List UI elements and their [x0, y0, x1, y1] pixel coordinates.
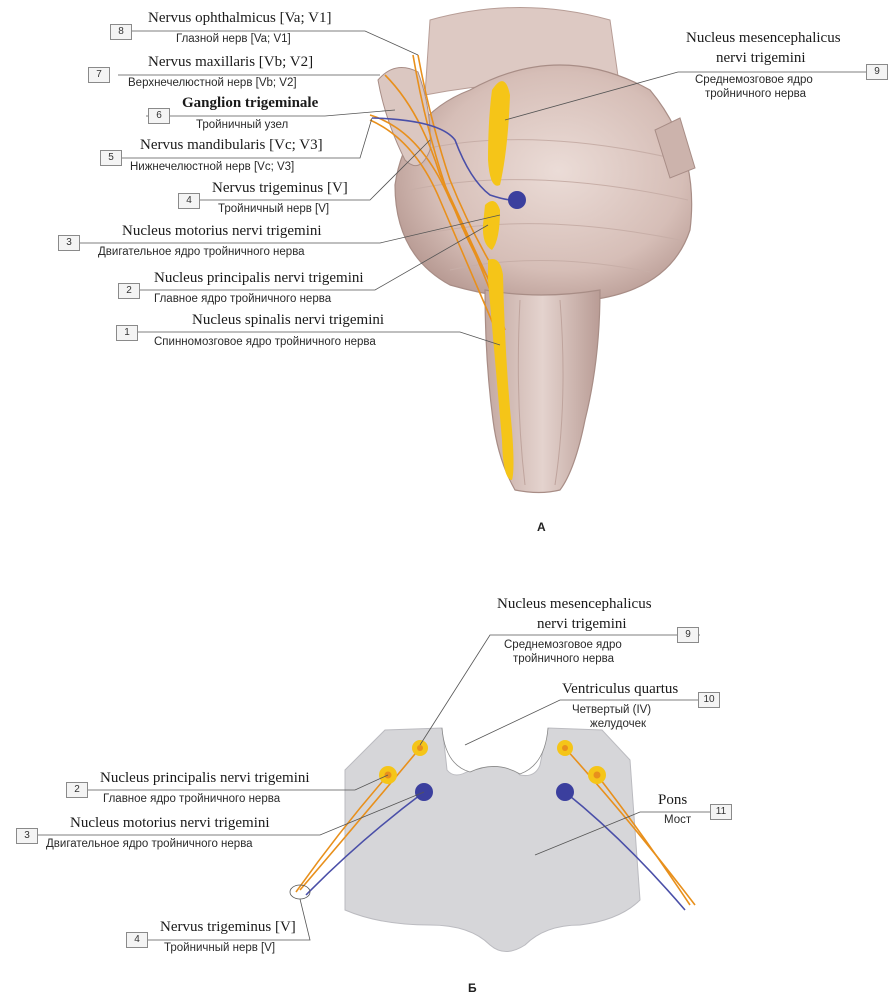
label-latin-motorius: Nucleus motorius nervi trigemini	[122, 224, 322, 239]
label-latin-ganglion: Ganglion trigeminale	[182, 96, 318, 111]
label-latin-trigeminus: Nervus trigeminus [V]	[212, 181, 348, 196]
label-latin-spinalis: Nucleus spinalis nervi trigemini	[192, 313, 384, 328]
label-russian-mesencephalicus-b-2: тройничного нерва	[513, 654, 614, 666]
label-russian-trigeminus: Тройничный нерв [V]	[218, 204, 329, 216]
label-num-8: 8	[110, 24, 132, 40]
label-russian-principalis: Главное ядро тройничного нерва	[154, 294, 331, 306]
nucleus-motorius-right	[556, 783, 574, 801]
label-russian-pons: Мост	[664, 815, 691, 827]
figure-b-caption: Б	[468, 981, 477, 995]
label-num-9-a: 9	[866, 64, 888, 80]
label-russian-mandibularis: Нижнечелюстной нерв [Vc; V3]	[130, 162, 294, 174]
label-russian-ventriculus-2: желудочек	[590, 719, 646, 731]
label-latin-mesencephalicus-a-2: nervi trigemini	[716, 51, 806, 66]
label-num-5: 5	[100, 150, 122, 166]
label-num-4: 4	[178, 193, 200, 209]
trigeminal-ganglion	[378, 68, 430, 166]
label-latin-mesencephalicus-a-1: Nucleus mesencephalicus	[686, 31, 841, 46]
label-russian-ophthalmicus: Глазной нерв [Va; V1]	[176, 34, 291, 46]
label-russian-trigeminus-b: Тройничный нерв [V]	[164, 943, 275, 955]
label-latin-mandibularis: Nervus mandibularis [Vc; V3]	[140, 138, 323, 153]
label-russian-ganglion: Тройничный узел	[196, 120, 288, 132]
label-russian-motorius: Двигательное ядро тройничного нерва	[98, 247, 305, 259]
label-num-1: 1	[116, 325, 138, 341]
label-latin-mesencephalicus-b-1: Nucleus mesencephalicus	[497, 597, 652, 612]
figure-b-pons-section	[290, 728, 695, 952]
label-russian-maxillaris: Верхнечелюстной нерв [Vb; V2]	[128, 78, 297, 90]
label-num-11: 11	[710, 804, 732, 820]
label-num-3-b: 3	[16, 828, 38, 844]
label-russian-mesencephalicus-b-1: Среднемозговое ядро	[504, 640, 622, 652]
label-num-3: 3	[58, 235, 80, 251]
label-num-4-b: 4	[126, 932, 148, 948]
label-latin-principalis-b: Nucleus principalis nervi trigemini	[100, 771, 310, 786]
label-num-10: 10	[698, 692, 720, 708]
label-russian-ventriculus-1: Четвертый (IV)	[572, 705, 651, 717]
label-latin-maxillaris: Nervus maxillaris [Vb; V2]	[148, 55, 313, 70]
pons	[395, 65, 692, 301]
label-latin-trigeminus-b: Nervus trigeminus [V]	[160, 920, 296, 935]
label-latin-ventriculus: Ventriculus quartus	[562, 682, 678, 697]
label-num-7: 7	[88, 67, 110, 83]
label-latin-motorius-b: Nucleus motorius nervi trigemini	[70, 816, 270, 831]
label-russian-motorius-b: Двигательное ядро тройничного нерва	[46, 839, 253, 851]
label-latin-mesencephalicus-b-2: nervi trigemini	[537, 617, 627, 632]
label-latin-ophthalmicus: Nervus ophthalmicus [Va; V1]	[148, 11, 331, 26]
label-russian-mesencephalicus-a-2: тройничного нерва	[705, 89, 806, 101]
label-num-2: 2	[118, 283, 140, 299]
label-russian-mesencephalicus-a-1: Среднемозговое ядро	[695, 75, 813, 87]
label-russian-spinalis: Спинномозговое ядро тройничного нерва	[154, 337, 376, 349]
label-latin-principalis: Nucleus principalis nervi trigemini	[154, 271, 364, 286]
figure-a-brainstem	[370, 8, 695, 493]
figure-a-caption: А	[537, 520, 546, 534]
nucleus-motorius	[508, 191, 526, 209]
label-num-6: 6	[148, 108, 170, 124]
label-latin-pons: Pons	[658, 793, 687, 808]
label-num-2-b: 2	[66, 782, 88, 798]
label-russian-principalis-b: Главное ядро тройничного нерва	[103, 794, 280, 806]
label-num-9-b: 9	[677, 627, 699, 643]
